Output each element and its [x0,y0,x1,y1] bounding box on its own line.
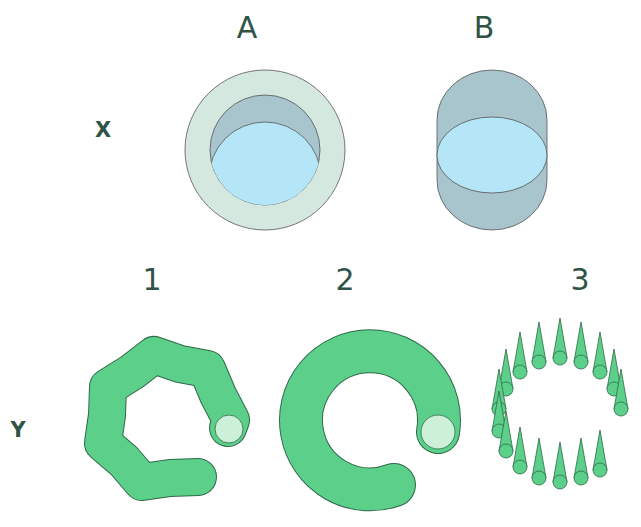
cone-ring [492,318,628,489]
column-label: A [237,13,258,43]
column-label: 1 [142,265,161,295]
column-label: 2 [335,265,354,295]
row-label: X [95,120,111,141]
tube-side-view [437,70,547,230]
column-label: 3 [570,265,589,295]
wavy-ring [103,355,243,482]
tube-top-view [185,70,345,234]
smooth-ring [301,351,455,489]
column-label: B [474,13,495,43]
row-label: Y [10,420,25,441]
